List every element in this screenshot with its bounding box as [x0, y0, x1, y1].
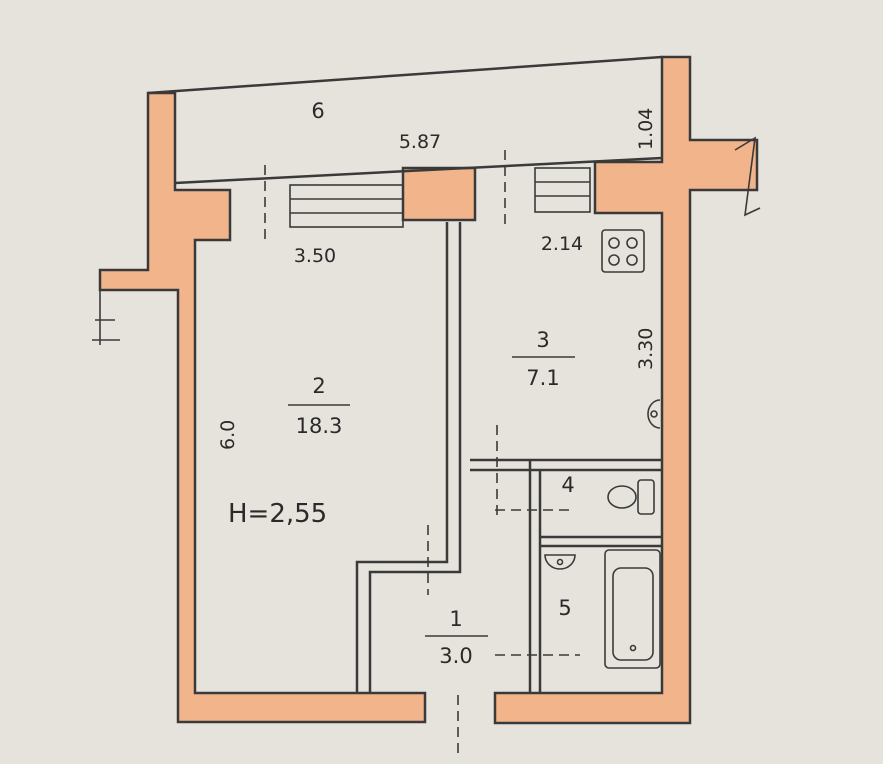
break-marks	[92, 136, 761, 345]
room-5-number: 5	[558, 596, 571, 620]
toilet-icon	[607, 479, 655, 515]
room-4-number: 4	[561, 473, 574, 497]
window-right	[534, 167, 591, 213]
room-fraction-bars	[288, 356, 575, 637]
sink-icon	[647, 399, 661, 429]
interior-walls	[355, 222, 662, 693]
washbasin-icon	[544, 554, 576, 570]
room2-width-label: 3.50	[294, 245, 336, 267]
room-3-number: 3	[536, 328, 549, 352]
room-2-area: 18.3	[296, 414, 343, 438]
total-width-label: 5.87	[399, 131, 441, 153]
balcony-width-label: 1.04	[635, 108, 657, 150]
kitchen-width-label: 2.14	[541, 233, 583, 255]
room-1-area: 3.0	[439, 644, 472, 668]
room-1-number: 1	[449, 607, 462, 631]
axis-marks	[264, 150, 580, 755]
window-left	[289, 184, 404, 228]
room-3-area: 7.1	[526, 366, 559, 390]
exterior-walls	[98, 55, 759, 725]
balcony-number: 6	[311, 99, 324, 123]
room-2-number: 2	[312, 374, 325, 398]
room2-depth-label: 6.0	[217, 420, 239, 450]
balcony	[147, 55, 663, 185]
ceiling-height-label: H=2,55	[228, 499, 327, 529]
bathtub-icon	[604, 549, 661, 669]
stove-icon	[601, 229, 645, 273]
kitchen-depth-label: 3.30	[635, 328, 657, 370]
